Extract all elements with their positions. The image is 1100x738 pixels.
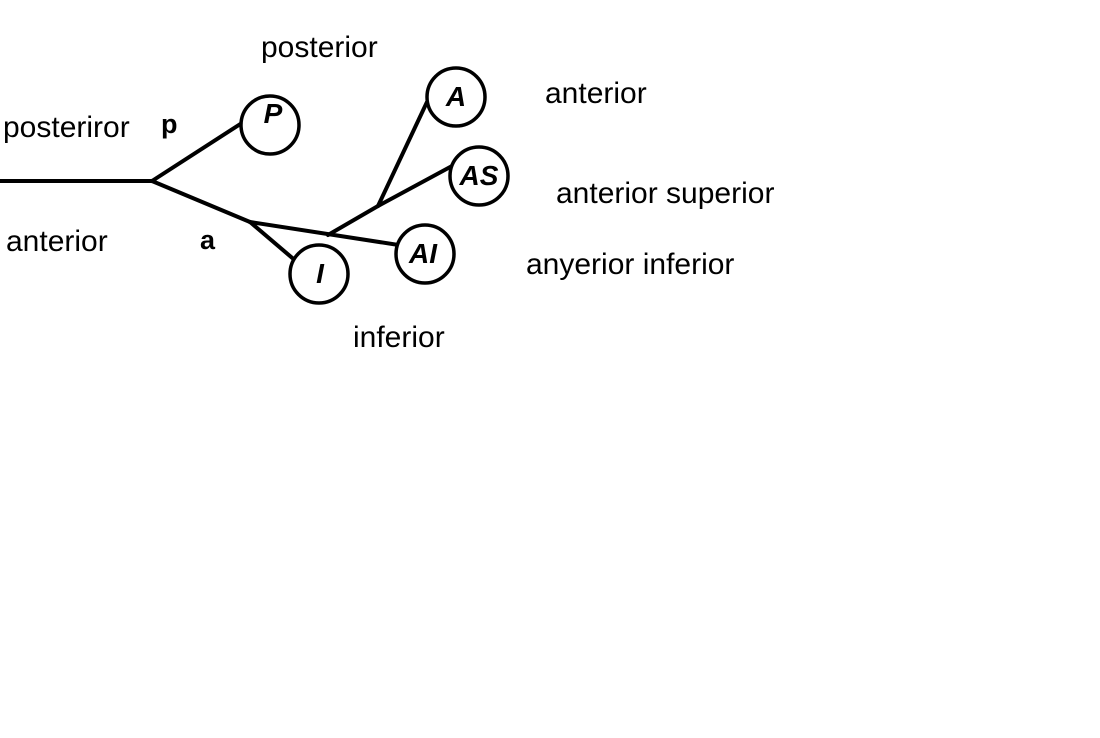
node-p: P bbox=[239, 94, 301, 156]
branch-to-a bbox=[376, 100, 429, 208]
node-i: I bbox=[288, 243, 350, 305]
label-posterior-top: posterior bbox=[261, 31, 378, 64]
branch-to-i bbox=[248, 220, 299, 264]
branch-to-p bbox=[150, 119, 247, 183]
label-anterior-superior: anterior superior bbox=[556, 177, 774, 210]
node-a: A bbox=[425, 66, 487, 128]
node-i-label: I bbox=[316, 258, 325, 289]
label-anterior-right: anterior bbox=[545, 77, 647, 110]
node-a-label: A bbox=[445, 81, 466, 112]
label-anyerior-inferior: anyerior inferior bbox=[526, 248, 734, 281]
label-p-mark: p bbox=[161, 109, 178, 139]
node-p-label: P bbox=[264, 98, 283, 129]
node-ai-label: AI bbox=[408, 238, 438, 269]
node-as-label: AS bbox=[459, 160, 499, 191]
node-as: AS bbox=[448, 145, 510, 207]
label-posteriror-left: posteriror bbox=[3, 111, 130, 144]
label-a-mark: a bbox=[200, 225, 216, 255]
branch-up bbox=[326, 204, 380, 237]
branch-to-as bbox=[376, 164, 454, 208]
label-inferior-bottom: inferior bbox=[353, 321, 445, 354]
branch-lower bbox=[150, 179, 252, 224]
label-anterior-left: anterior bbox=[6, 225, 108, 258]
branch-lines bbox=[0, 100, 454, 264]
node-ai: AI bbox=[394, 223, 456, 285]
